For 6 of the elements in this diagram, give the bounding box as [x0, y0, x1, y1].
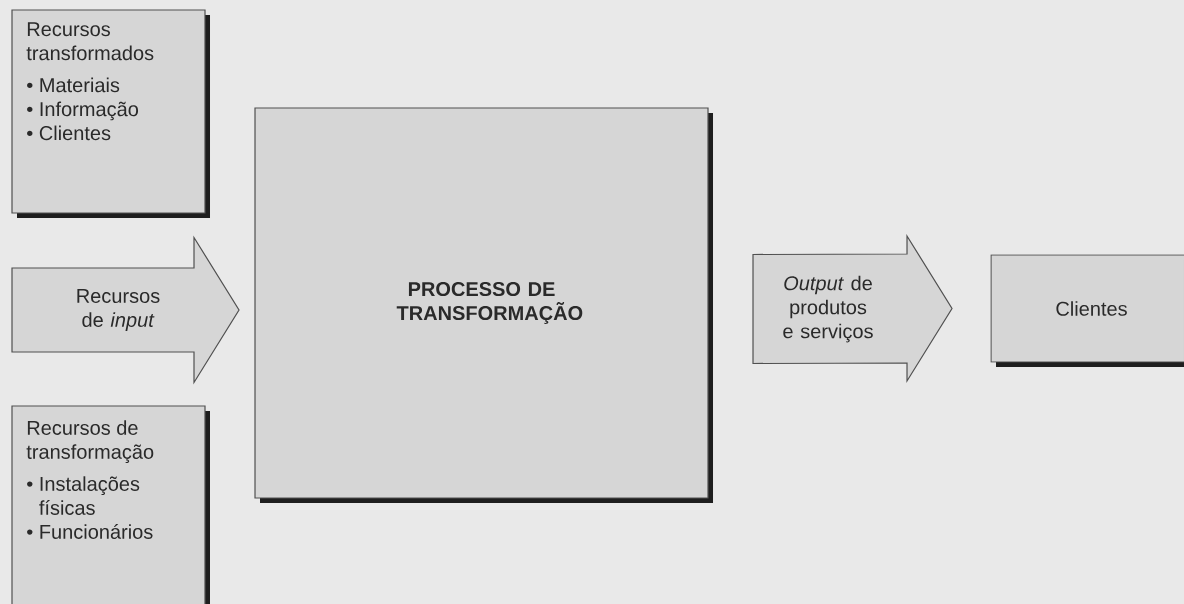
edge-label: Output de produtos e serviços	[764, 274, 892, 344]
box: Clientes	[990, 254, 1184, 367]
list-box: Recursos transformados • Materiais • Informação • Clientes	[11, 9, 210, 218]
edge-label: Recursos de input	[71, 287, 165, 333]
list-box: Recursos de transformação • Instalações físicas • Funcionários	[11, 405, 210, 604]
process-box: PROCESSO DE TRANSFORMAÇÃO	[254, 107, 713, 503]
